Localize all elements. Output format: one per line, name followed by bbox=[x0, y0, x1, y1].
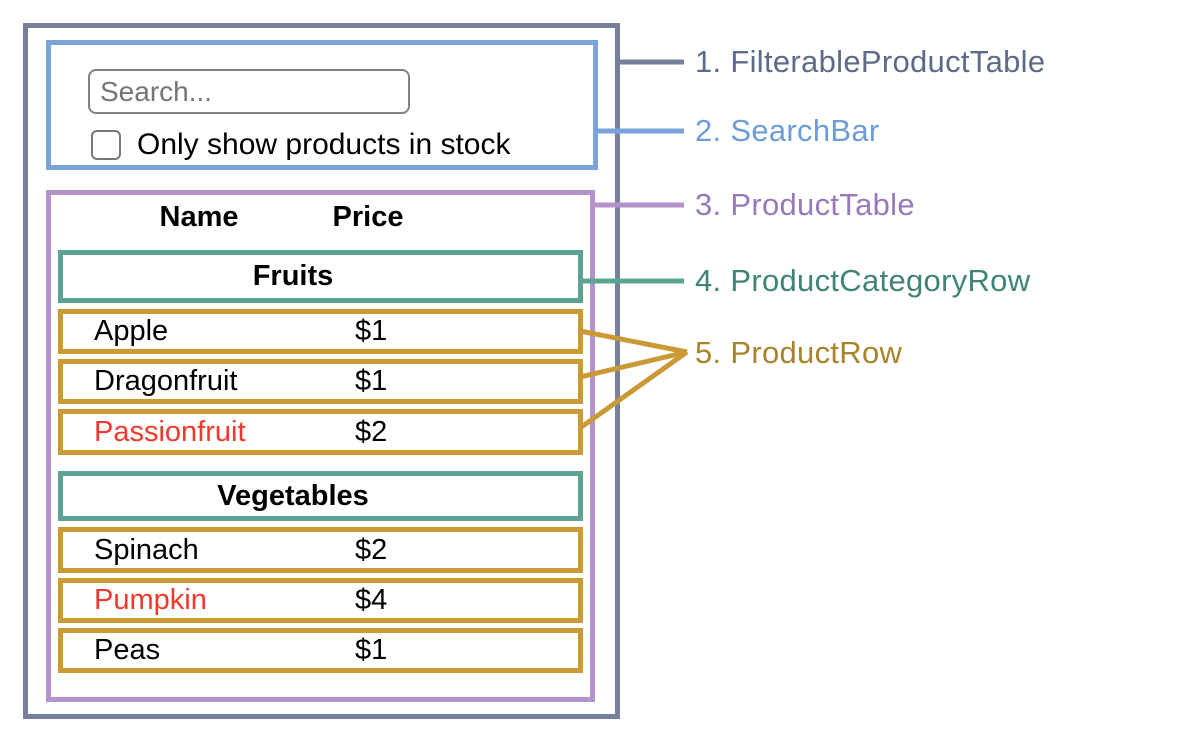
legend-item-product-row: 5. ProductRow bbox=[695, 335, 903, 370]
search-input[interactable] bbox=[88, 69, 410, 114]
product-name: Pumpkin bbox=[94, 584, 207, 616]
product-row-passionfruit: Passionfruit $2 bbox=[58, 409, 583, 455]
category-label: Fruits bbox=[252, 260, 334, 292]
legend-item-search-bar: 2. SearchBar bbox=[695, 113, 880, 148]
legend-item-filterable-product-table: 1. FilterableProductTable bbox=[695, 44, 1046, 79]
in-stock-checkbox[interactable] bbox=[91, 130, 121, 160]
product-price: $2 bbox=[355, 415, 388, 448]
product-name: Dragonfruit bbox=[94, 365, 238, 397]
product-row-peas: Peas $1 bbox=[58, 628, 583, 673]
in-stock-filter-row: Only show products in stock bbox=[91, 128, 511, 162]
product-name: Spinach bbox=[94, 533, 199, 566]
in-stock-checkbox-label: Only show products in stock bbox=[137, 128, 511, 161]
product-price: $4 bbox=[355, 584, 388, 616]
category-label: Vegetables bbox=[217, 479, 369, 512]
product-name: Passionfruit bbox=[94, 415, 246, 448]
legend-item-product-table: 3. ProductTable bbox=[695, 187, 915, 222]
product-price: $1 bbox=[355, 365, 388, 397]
legend-item-product-category-row: 4. ProductCategoryRow bbox=[695, 263, 1031, 298]
category-row-fruits: Fruits bbox=[58, 250, 583, 303]
product-name: Peas bbox=[94, 634, 161, 666]
product-row-dragonfruit: Dragonfruit $1 bbox=[58, 359, 583, 404]
column-header-price: Price bbox=[332, 201, 404, 233]
product-price: $1 bbox=[355, 634, 388, 666]
product-row-spinach: Spinach $2 bbox=[58, 527, 583, 573]
product-price: $1 bbox=[355, 315, 388, 347]
column-header-name: Name bbox=[159, 201, 239, 233]
product-row-pumpkin: Pumpkin $4 bbox=[58, 578, 583, 623]
category-row-vegetables: Vegetables bbox=[58, 471, 583, 521]
product-price: $2 bbox=[355, 533, 388, 566]
product-row-apple: Apple $1 bbox=[58, 309, 583, 354]
product-name: Apple bbox=[94, 315, 169, 347]
